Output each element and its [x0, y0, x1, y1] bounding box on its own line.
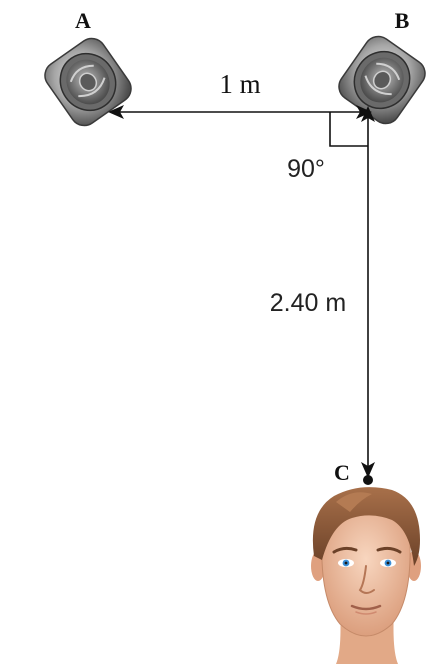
- distance-ab-arrow: [108, 105, 372, 119]
- loudspeaker-icon: [44, 37, 132, 127]
- speaker-a-label: A: [75, 8, 91, 33]
- listener-label: C: [334, 460, 350, 485]
- person-head-icon: [311, 487, 421, 664]
- distance-bc-label: 2.40 m: [270, 289, 346, 317]
- speaker-b: [338, 35, 426, 125]
- right-angle-marker: [329, 112, 368, 147]
- listener-point: [363, 475, 373, 485]
- distance-ab-label: 1 m: [219, 69, 260, 99]
- loudspeaker-icon: [338, 35, 426, 125]
- speaker-a: [44, 37, 132, 127]
- distance-bc-arrow: [361, 106, 375, 478]
- speaker-b-label: B: [395, 8, 410, 33]
- angle-label: 90°: [287, 155, 325, 183]
